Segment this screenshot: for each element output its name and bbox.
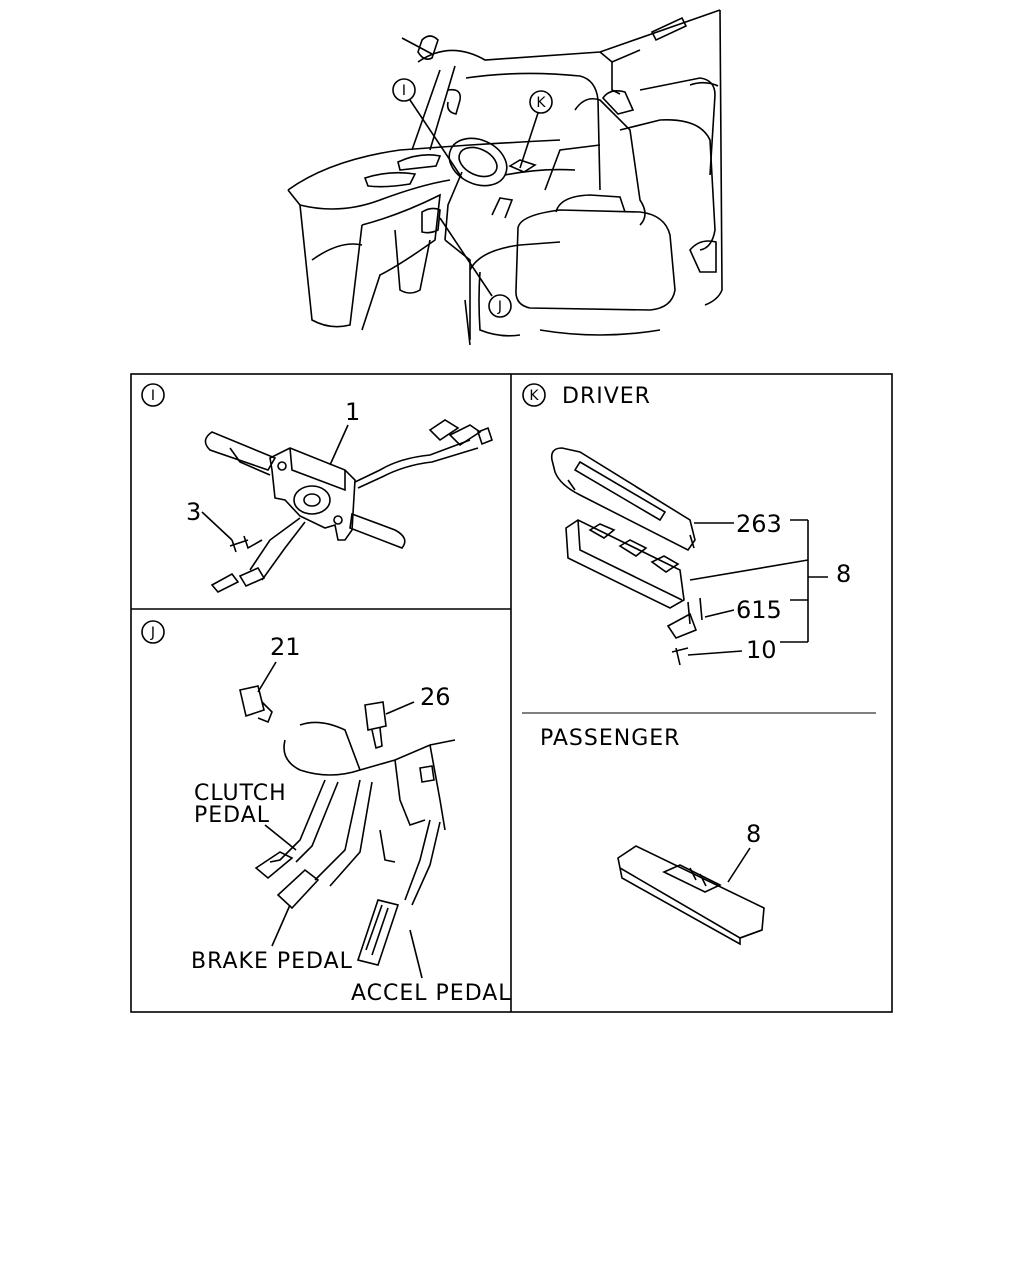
passenger-window-switch-drawing [617, 845, 765, 946]
part-26-callout: 26 [385, 683, 451, 715]
svg-text:K: K [536, 95, 546, 111]
svg-text:PEDAL: PEDAL [194, 803, 270, 828]
overview-callout-j: J [439, 217, 512, 318]
svg-text:26: 26 [420, 683, 451, 711]
svg-text:21: 21 [270, 633, 301, 661]
part-21-callout: 21 [257, 633, 301, 693]
brake-pedal-label: BRAKE PEDAL [191, 904, 353, 974]
cab-interior-illustration [287, 9, 723, 346]
driver-title: DRIVER [562, 384, 651, 409]
svg-text:K: K [529, 388, 539, 404]
driver-window-switch-drawing [550, 447, 703, 666]
part-8-callout: 8 [689, 520, 851, 642]
svg-text:263: 263 [736, 510, 782, 538]
part-615-callout: 615 [704, 596, 808, 624]
overview-callout-i: I [392, 78, 463, 179]
panel-i: I 1 [141, 383, 493, 593]
panel-i-callout: I [141, 383, 165, 407]
panel-j: J [141, 620, 512, 1006]
panel-k: K DRIVER 263 8 [522, 383, 851, 946]
accel-pedal-label: ACCEL PEDAL [351, 929, 512, 1006]
overview-callout-k: K [519, 90, 553, 169]
passenger-part-8-callout: 8 [727, 820, 761, 883]
detail-panels-frame [130, 373, 893, 1013]
svg-text:8: 8 [746, 820, 761, 848]
combination-switch-drawing [204, 419, 493, 593]
svg-text:J: J [497, 299, 502, 315]
svg-text:J: J [150, 625, 155, 641]
part-263-callout: 263 [694, 510, 808, 538]
panel-k-callout: K [522, 383, 546, 407]
svg-text:ACCEL PEDAL: ACCEL PEDAL [351, 981, 512, 1006]
svg-text:1: 1 [345, 398, 360, 426]
part-1-callout: 1 [329, 398, 360, 466]
part-10-callout: 10 [687, 636, 808, 664]
clutch-pedal-label: CLUTCH PEDAL [194, 781, 297, 851]
svg-text:BRAKE PEDAL: BRAKE PEDAL [191, 949, 353, 974]
svg-text:CLUTCH: CLUTCH [194, 781, 287, 806]
part-3-callout: 3 [186, 498, 233, 541]
pedal-assembly-drawing [239, 685, 456, 966]
svg-text:I: I [151, 388, 155, 404]
svg-text:615: 615 [736, 596, 782, 624]
svg-text:8: 8 [836, 560, 851, 588]
panel-j-callout: J [141, 620, 165, 644]
passenger-title: PASSENGER [540, 726, 680, 751]
svg-text:3: 3 [186, 498, 201, 526]
svg-text:10: 10 [746, 636, 777, 664]
svg-text:I: I [402, 83, 406, 99]
